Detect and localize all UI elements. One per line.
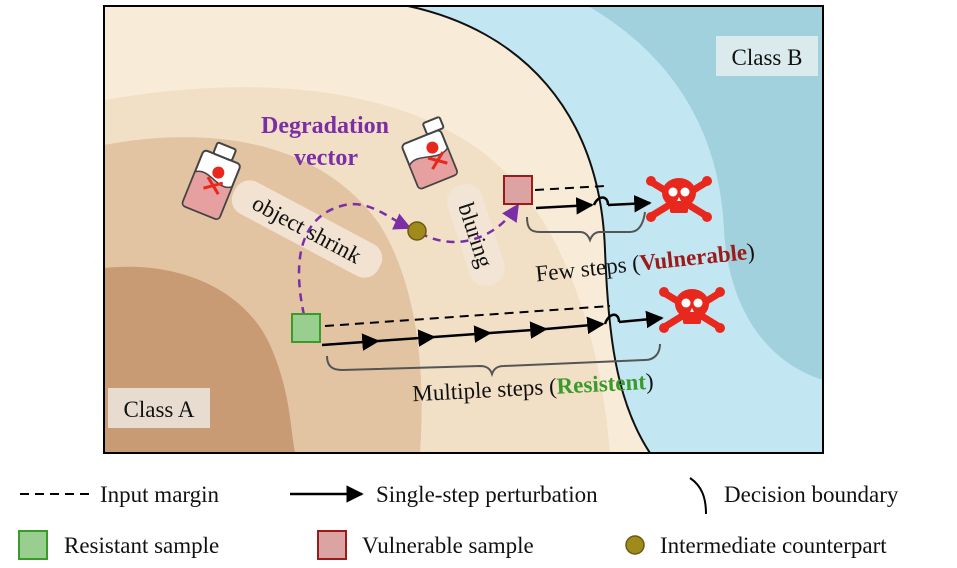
legend: Input margin Single-step perturbation De… <box>18 477 899 560</box>
resistant-input-margin <box>324 305 611 327</box>
class-a-label-bg <box>108 388 210 428</box>
legend-intermediate-label: Intermediate counterpart <box>660 533 887 558</box>
resistant-step-1 <box>321 333 380 351</box>
object-shrink-label-bg <box>231 180 383 278</box>
degradation-vector-title-line1: Degradation <box>261 113 389 139</box>
class-a-label: Class A <box>124 397 195 422</box>
degradation-vector-title-line2: vector <box>294 145 358 171</box>
legend-resistant-symbol <box>18 530 48 560</box>
multiple-steps-suffix: ) <box>645 369 654 394</box>
legend-resistant-label: Resistant sample <box>64 533 219 558</box>
few-steps-suffix: ) <box>746 239 756 265</box>
resistant-boundary-crossing <box>603 313 621 325</box>
class-b-label: Class B <box>732 45 803 70</box>
vulnerable-sample-square <box>503 175 533 205</box>
legend-decision-boundary-label: Decision boundary <box>724 482 899 507</box>
legend-vulnerable-symbol <box>317 530 347 560</box>
intermediate-counterpart-point <box>407 221 427 241</box>
class-b-region-dark <box>588 6 823 380</box>
legend-intermediate-symbol <box>625 535 645 555</box>
few-steps-brace <box>526 211 646 243</box>
vulnerable-boundary-crossing <box>592 196 610 206</box>
decision-boundary-curve <box>407 6 651 453</box>
poison-bottle-icon <box>181 141 241 220</box>
degradation-path-blur <box>419 203 520 244</box>
class-b-label-bg <box>716 36 818 76</box>
legend-single-step-label: Single-step perturbation <box>376 482 598 507</box>
resistant-step-6 <box>618 310 664 329</box>
legend-decision-boundary-symbol <box>689 477 707 515</box>
bluring-label-bg <box>446 184 506 286</box>
resistant-step-3 <box>433 325 492 343</box>
diagram-frame <box>103 5 824 454</box>
vulnerable-step-1 <box>535 197 594 215</box>
vulnerable-step-2 <box>607 195 652 213</box>
resistant-step-5 <box>545 316 605 335</box>
vulnerable-input-margin <box>534 185 606 191</box>
skull-crossbones-icon <box>659 287 725 333</box>
multiple-steps-emphasis: Resistent <box>556 369 647 399</box>
multiple-steps-brace <box>326 343 661 378</box>
poison-bottle-icon <box>401 116 458 190</box>
resistant-step-4 <box>489 321 548 339</box>
legend-input-margin-label: Input margin <box>100 482 220 507</box>
legend-vulnerable-label: Vulnerable sample <box>362 533 534 558</box>
resistant-step-2 <box>377 329 436 347</box>
resistant-sample-square <box>291 313 321 343</box>
skull-crossbones-icon <box>646 176 712 222</box>
